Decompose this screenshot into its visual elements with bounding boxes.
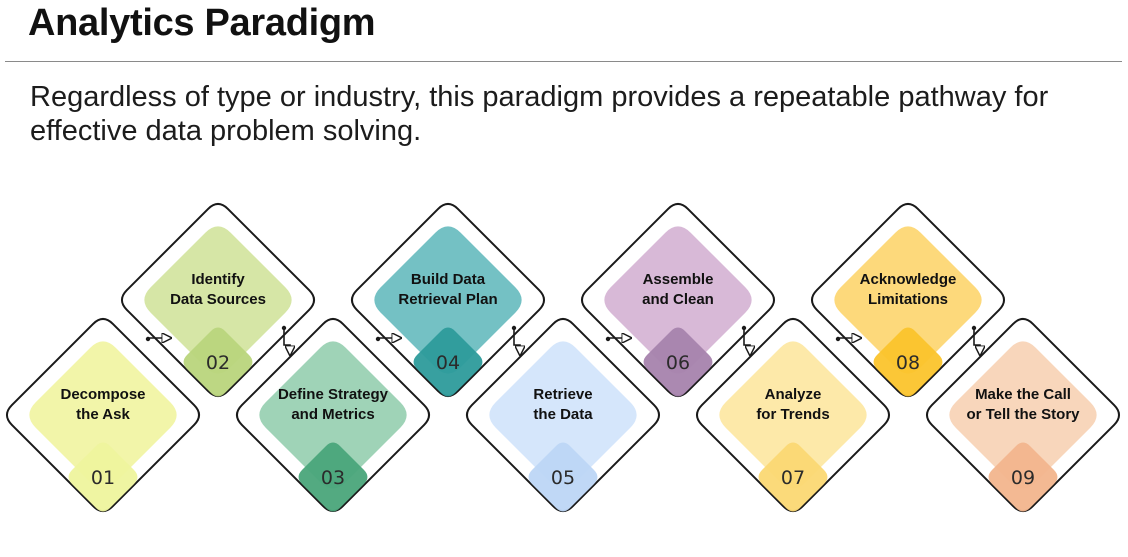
step-number: 08 (896, 352, 920, 374)
connector-dot (605, 336, 611, 342)
step-label-line: the Ask (76, 406, 130, 423)
step-01: 01 Decompose the Ask (5, 317, 201, 513)
connector-dot (741, 325, 747, 331)
step-number-tab (298, 442, 368, 512)
step-label-line: for Trends (756, 406, 829, 423)
step-label-line: Limitations (868, 291, 948, 308)
step-number-tab (413, 327, 483, 397)
step-label-line: Retrieval Plan (398, 291, 497, 308)
step-number: 09 (1011, 467, 1035, 489)
step-label-line: Data Sources (170, 291, 266, 308)
connector-dot (971, 325, 977, 331)
step-label-line: and Clean (642, 291, 714, 308)
step-label-line: Analyze (765, 386, 822, 403)
connector-dot (835, 336, 841, 342)
step-label-line: Retrieve (533, 386, 592, 403)
step-diamond (259, 341, 407, 489)
connector-dot (145, 336, 151, 342)
connector-dot (281, 325, 287, 331)
step-diamond (949, 341, 1097, 489)
step-diamond (834, 226, 982, 374)
step-diamond (144, 226, 292, 374)
step-label-line: Identify (191, 271, 245, 288)
step-number: 03 (321, 467, 345, 489)
step-label-line: or Tell the Story (966, 406, 1080, 423)
connector-arrow (743, 328, 750, 354)
step-label-line: Decompose (60, 386, 145, 403)
step-number-tab (183, 327, 253, 397)
step-07: 07 Analyze for Trends (695, 317, 891, 513)
step-diamond (489, 341, 637, 489)
connector-arrow (513, 328, 520, 354)
step-number: 04 (436, 352, 460, 374)
step-label-line: and Metrics (291, 406, 374, 423)
title-divider (5, 61, 1122, 62)
step-03: 03 Define Strategy and Metrics (235, 317, 431, 513)
connector-dot (375, 336, 381, 342)
step-label-line: Define Strategy (278, 386, 389, 403)
step-label-line: Acknowledge (860, 271, 957, 288)
step-diamond (719, 341, 867, 489)
step-number-tab (68, 442, 138, 512)
page-subtitle: Regardless of type or industry, this par… (30, 81, 1049, 147)
step-number: 06 (666, 352, 690, 374)
step-label-line: Build Data (411, 271, 486, 288)
step-number-tab (873, 327, 943, 397)
step-number: 02 (206, 352, 230, 374)
step-label-line: Assemble (643, 271, 714, 288)
step-09: 09 Make the Call or Tell the Story (925, 317, 1121, 513)
connector-arrow (283, 328, 290, 354)
step-number-tab (988, 442, 1058, 512)
page-title: Analytics Paradigm (28, 2, 376, 44)
step-number-tab (528, 442, 598, 512)
step-number: 05 (551, 467, 575, 489)
step-05: 05 Retrieve the Data (465, 317, 661, 513)
connector-arrow (973, 328, 980, 354)
step-number-tab (758, 442, 828, 512)
step-label-line: the Data (533, 406, 593, 423)
step-number: 01 (91, 467, 115, 489)
step-diamond (604, 226, 752, 374)
step-06: 06 Assemble and Clean (580, 202, 776, 398)
connector-dot (511, 325, 517, 331)
step-diamond (374, 226, 522, 374)
step-diamond (29, 341, 177, 489)
step-number-tab (643, 327, 713, 397)
step-label-line: Make the Call (975, 386, 1071, 403)
step-number: 07 (781, 467, 805, 489)
